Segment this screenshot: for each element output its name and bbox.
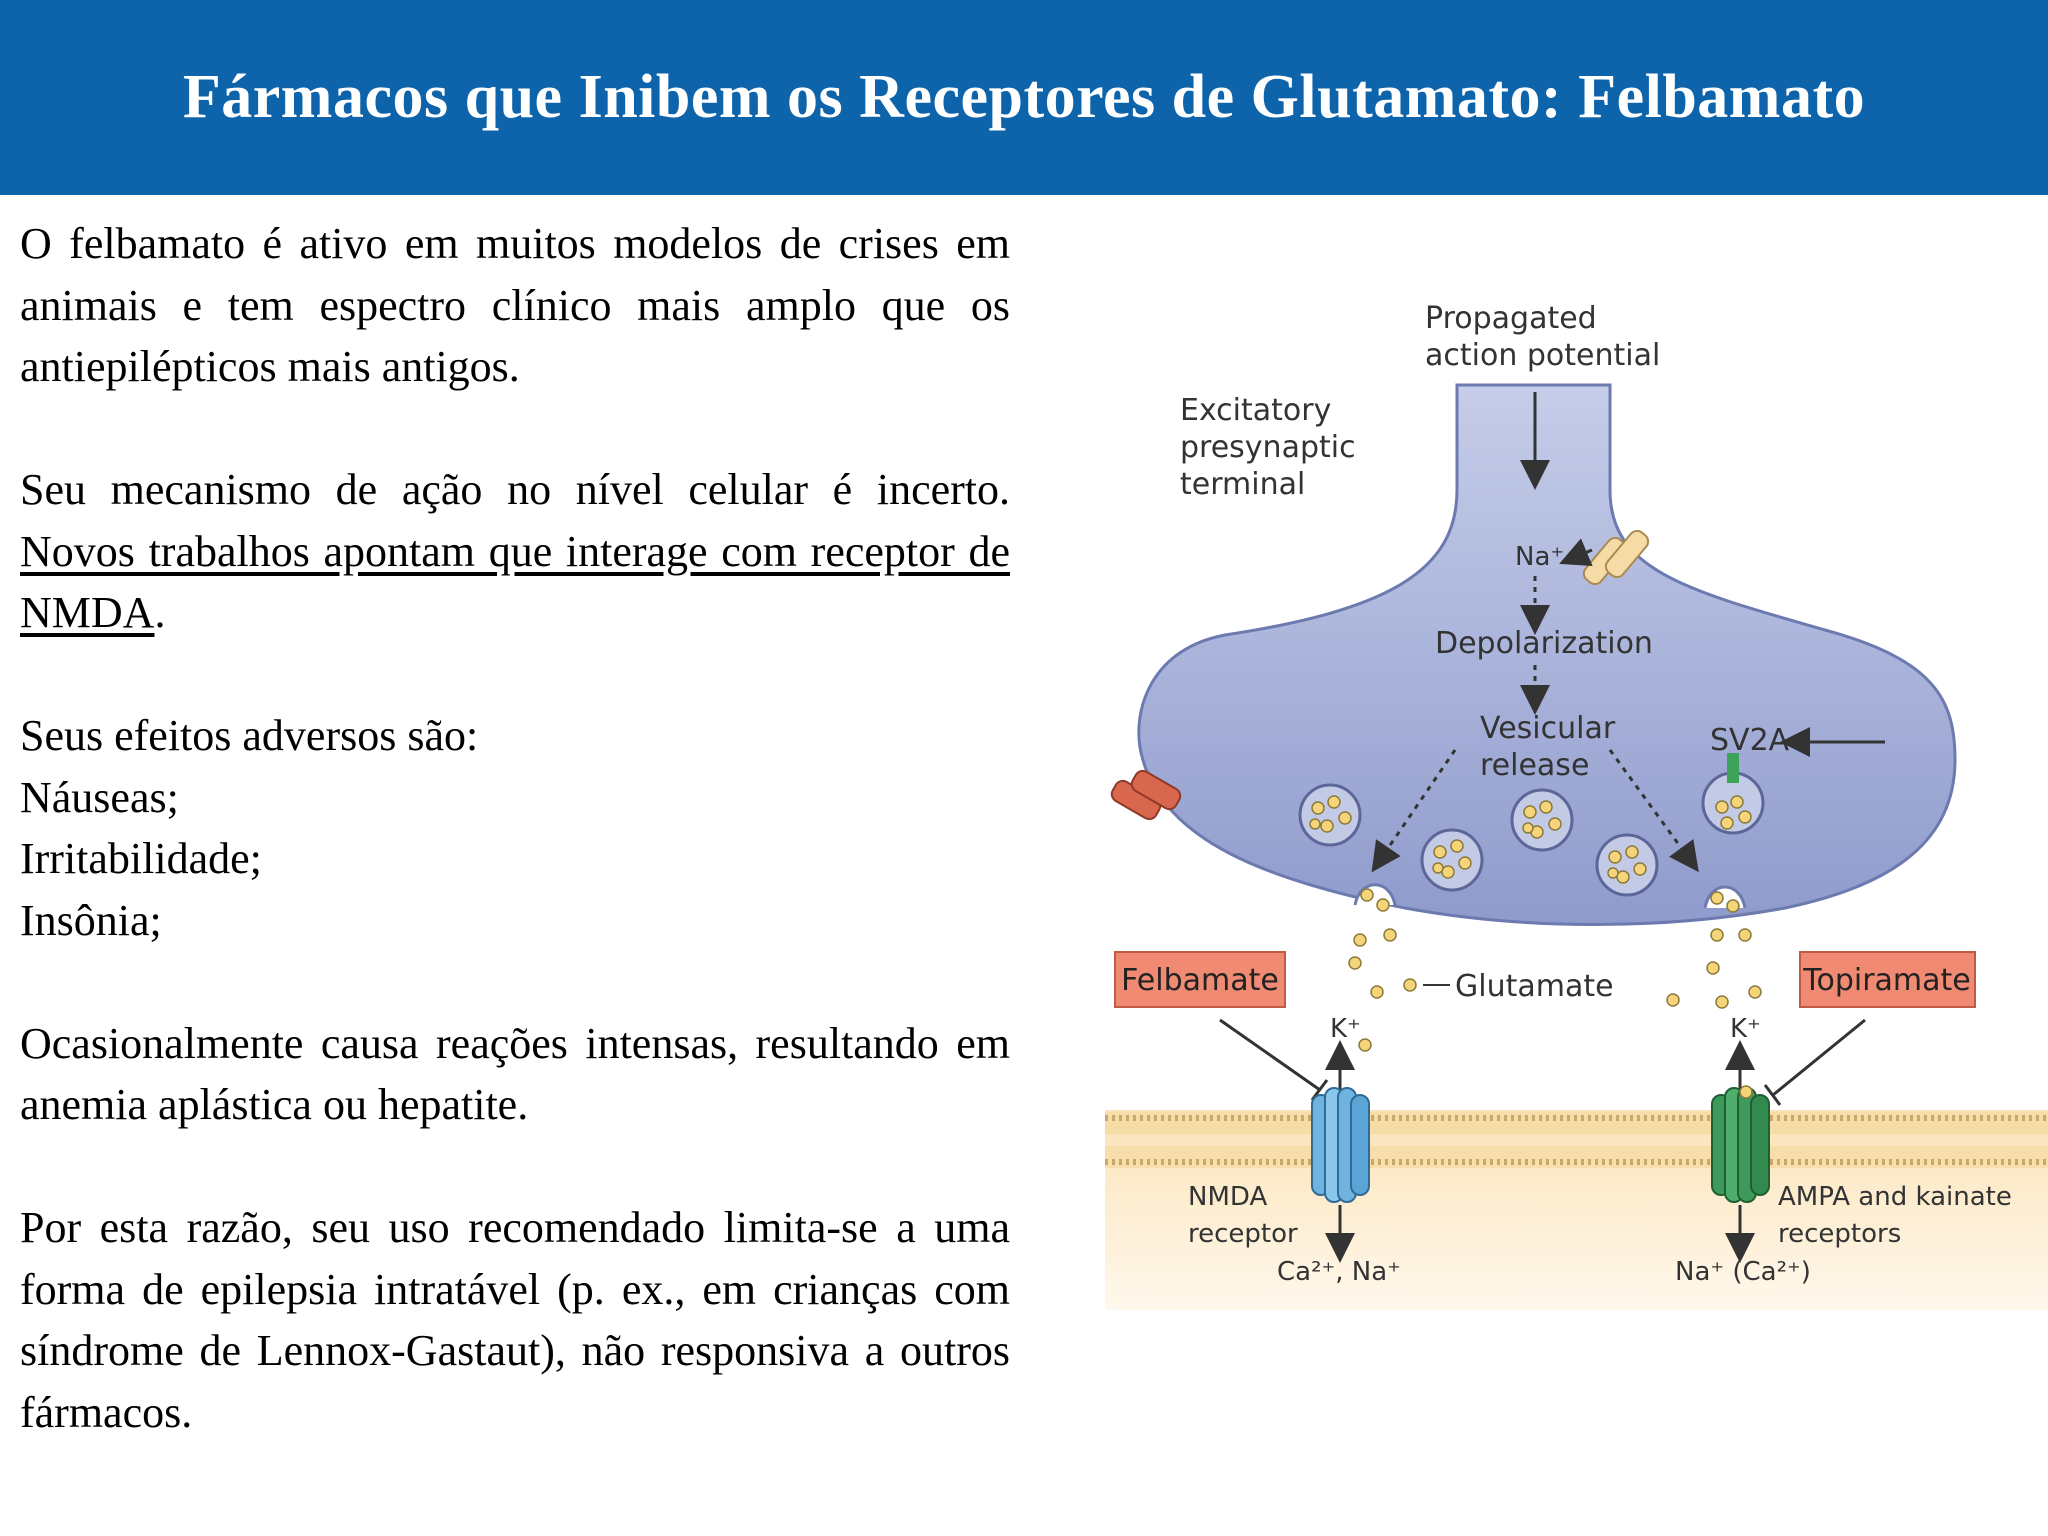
- depolarization-label: Depolarization: [1435, 626, 1653, 661]
- vesicular-label: Vesicular: [1480, 711, 1616, 746]
- paragraph-severe-reactions: Ocasionalmente causa reações intensas, r…: [20, 1018, 1010, 1130]
- ampa-label: AMPA and kainate: [1778, 1182, 2012, 1212]
- free-glutamate-dots: [1348, 888, 1762, 1052]
- nmda-emphasis: Novos trabalhos apontam que interage com…: [20, 526, 1010, 638]
- topiramate-label: Topiramate: [1802, 963, 1971, 998]
- terminal-label: terminal: [1180, 467, 1305, 502]
- mechanism-end: .: [154, 588, 166, 637]
- glutamate-dots-in-vesicles: [1309, 795, 1752, 884]
- paragraph-activity: O felbamato é ativo em muitos modelos de…: [20, 219, 1010, 391]
- propagated-label: Propagated: [1425, 301, 1597, 336]
- title-banner: Fármacos que Inibem os Receptores de Glu…: [0, 0, 2048, 195]
- synapse-diagram: Propagated action potential Excitatory p…: [1105, 280, 2048, 1320]
- action-potential-label: action potential: [1425, 338, 1660, 373]
- potassium-right-label: K⁺: [1730, 1014, 1761, 1044]
- body-text: O felbamato é ativo em muitos modelos de…: [20, 213, 1010, 1443]
- nmda-receptor-icon: [1311, 1087, 1370, 1203]
- felbamate-label: Felbamate: [1121, 963, 1279, 998]
- ions-right-label: Na⁺ (Ca²⁺): [1675, 1257, 1811, 1287]
- felbamate-inhibition-arrow: [1219, 1018, 1321, 1092]
- adverse-effect-item: Náuseas;: [20, 772, 179, 822]
- adverse-effect-item: Insônia;: [20, 895, 162, 945]
- ampa-receptors-label: receptors: [1778, 1219, 1901, 1249]
- adverse-effects-heading: Seus efeitos adversos são:: [20, 711, 479, 760]
- nmda-label: NMDA: [1188, 1182, 1267, 1212]
- ions-left-label: Ca²⁺, Na⁺: [1277, 1257, 1401, 1287]
- potassium-left-label: K⁺: [1330, 1014, 1361, 1044]
- calcium-channel-icon: [1110, 769, 1182, 821]
- excitatory-label: Excitatory: [1180, 393, 1331, 428]
- sv2a-protein-icon: [1727, 753, 1739, 783]
- paragraph-mechanism: Seu mecanismo de ação no nível celular é…: [20, 459, 1010, 644]
- adverse-effect-item: Irritabilidade;: [20, 834, 262, 883]
- page-title: Fármacos que Inibem os Receptores de Glu…: [182, 63, 1866, 131]
- paragraph-recommended-use: Por esta razão, seu uso recomendado limi…: [20, 1203, 1010, 1437]
- sodium-channel-icon: [1582, 529, 1650, 586]
- ampa-kainate-receptor-icon: [1711, 1087, 1770, 1203]
- topiramate-inhibition-arrow: [1772, 1018, 1866, 1097]
- mechanism-text: Seu mecanismo de ação no nível celular é…: [20, 465, 1010, 514]
- felbamate-box: Felbamate: [1114, 951, 1286, 1008]
- sv2a-label: SV2A: [1710, 723, 1790, 758]
- nmda-receptor-label: receptor: [1188, 1219, 1298, 1249]
- sodium-label: Na⁺: [1515, 542, 1564, 572]
- release-label: release: [1480, 748, 1589, 783]
- presynaptic-label: presynaptic: [1180, 430, 1356, 465]
- glutamate-label: Glutamate: [1455, 969, 1614, 1004]
- synaptic-vesicles: [1298, 771, 1765, 897]
- topiramate-box: Topiramate: [1799, 951, 1976, 1008]
